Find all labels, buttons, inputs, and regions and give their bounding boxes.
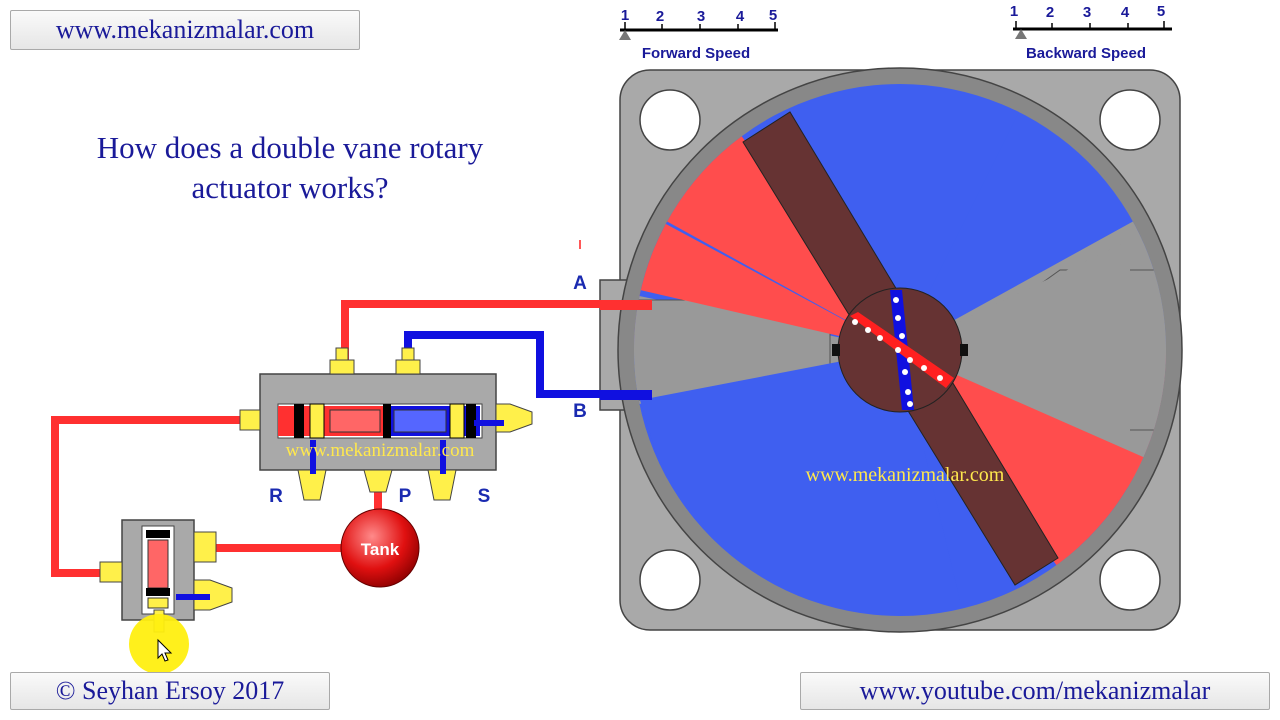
spool-land [466, 404, 476, 438]
backward-tick-2: 2 [1046, 4, 1054, 21]
copyright-button[interactable]: © Seyhan Ersoy 2017 [10, 672, 330, 710]
spool-land [294, 404, 304, 438]
backward-tick-3: 3 [1083, 4, 1091, 21]
spool-land [309, 403, 325, 439]
port-p-label: P [399, 486, 412, 507]
mount-hole [1099, 89, 1161, 151]
backward-speed-label: Backward Speed [1026, 45, 1146, 62]
forward-tick-3: 3 [697, 8, 705, 25]
hub-seal [960, 344, 968, 356]
hub-seal [832, 344, 840, 356]
spool-land [449, 403, 465, 439]
forward-speed-slider[interactable]: 1 2 3 4 5 Forward Speed [619, 7, 778, 62]
port-r-label: R [269, 486, 283, 507]
actuator-watermark: www.mekanizmalar.com [806, 464, 1005, 486]
port-s-fitting [427, 469, 457, 501]
backward-tick-4: 4 [1121, 4, 1130, 21]
shaft-cross [850, 290, 954, 410]
backward-speed-slider[interactable]: 1 2 3 4 5 Backward Speed [1010, 3, 1172, 62]
port-r-fitting [297, 469, 327, 501]
backward-speed-thumb[interactable] [1015, 29, 1027, 39]
backward-tick-1: 1 [1010, 3, 1018, 20]
forward-speed-thumb[interactable] [619, 30, 631, 40]
mount-hole [639, 89, 701, 151]
forward-speed-label: Forward Speed [642, 45, 750, 62]
port-a-channel [600, 300, 652, 310]
tank-label: Tank [361, 540, 400, 559]
port-s-label: S [478, 486, 491, 507]
backward-tick-5: 5 [1157, 3, 1165, 20]
cursor-arrow-icon [157, 638, 173, 662]
forward-tick-2: 2 [656, 8, 664, 25]
tank: Tank [340, 508, 420, 588]
spool-land [383, 404, 391, 438]
page-title: How does a double vane rotary actuator w… [40, 128, 540, 208]
port-p-fitting [363, 469, 393, 493]
fitting [395, 359, 421, 375]
pilot-valve[interactable] [99, 519, 233, 674]
valve-watermark: www.mekanizmalar.com [286, 440, 475, 461]
directional-valve: www.mekanizmalar.com [239, 347, 533, 501]
port-b-channel [600, 390, 652, 400]
fitting [239, 409, 261, 431]
youtube-link-button[interactable]: www.youtube.com/mekanizmalar [800, 672, 1270, 710]
title-line-1: How does a double vane rotary [96, 130, 484, 165]
port-b-label: B [573, 401, 587, 422]
site-link-button[interactable]: www.mekanizmalar.com [10, 10, 360, 50]
fitting [329, 359, 355, 375]
forward-tick-4: 4 [736, 8, 745, 25]
mount-hole [639, 549, 701, 611]
mount-hole [1099, 549, 1161, 611]
title-line-2: actuator works? [191, 170, 389, 205]
forward-tick-1: 1 [621, 7, 629, 24]
forward-tick-5: 5 [769, 7, 777, 24]
fitting [495, 403, 533, 433]
port-a-label: A [573, 273, 587, 294]
